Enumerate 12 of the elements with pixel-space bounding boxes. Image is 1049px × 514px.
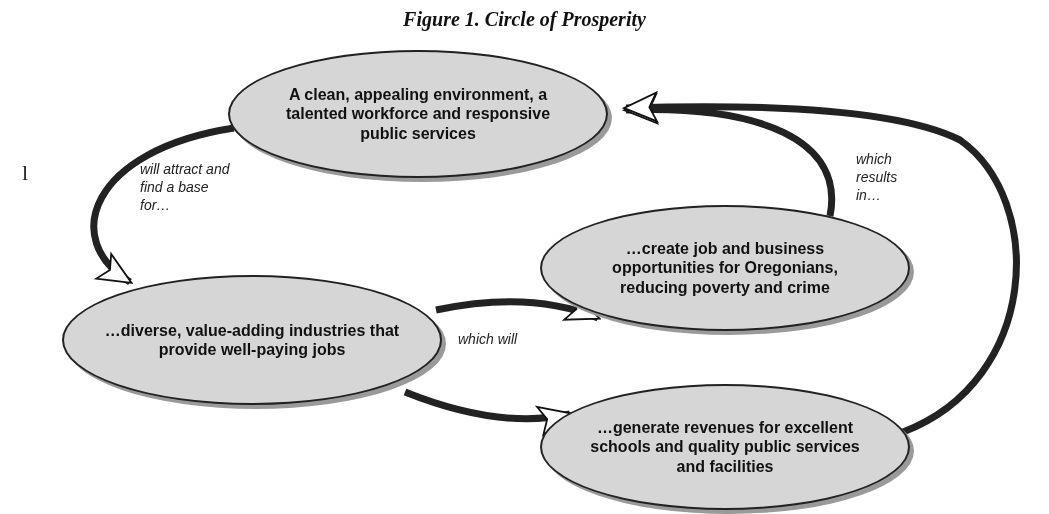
edge-label: which results in… bbox=[856, 150, 899, 205]
edge-label: which will bbox=[458, 330, 518, 349]
stray-mark: l bbox=[22, 160, 29, 186]
figure-title: Figure 1. Circle of Prosperity bbox=[402, 8, 647, 31]
edge-label: will attract and find a base for… bbox=[140, 160, 230, 215]
node-text: …create job and business opportunities for Oregonians, reducing poverty and crime bbox=[611, 239, 839, 297]
curved-arrow bbox=[623, 91, 1020, 436]
node-text: …diverse, value-adding industries that provide well-paying jobs bbox=[103, 320, 401, 360]
node-text: A clean, appealing environment, a talented workforce and responsive public services bbox=[284, 85, 552, 143]
node-text: …generate revenues for excellent schools and quality public services and facilities bbox=[589, 418, 861, 476]
curved-arrow bbox=[90, 124, 235, 285]
curved-arrow bbox=[623, 94, 836, 217]
